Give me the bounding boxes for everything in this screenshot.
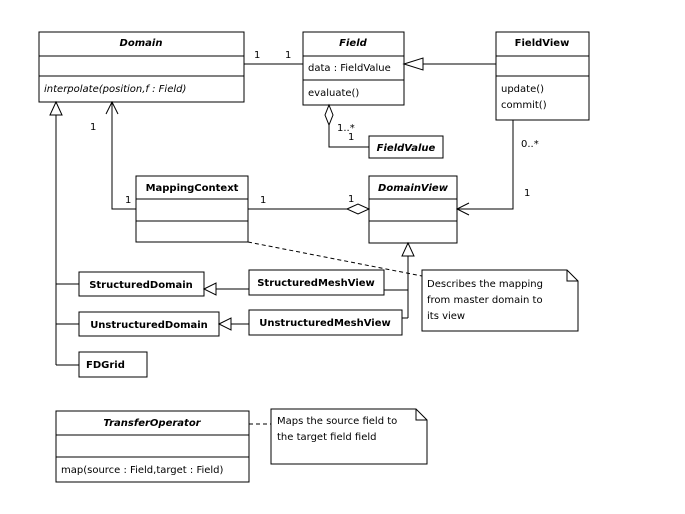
mult-mapping-domainview-left: 1 bbox=[260, 195, 266, 206]
class-fieldvalue-name: FieldValue bbox=[377, 143, 436, 154]
assoc-structuredmeshview-structureddomain bbox=[202, 282, 249, 296]
class-fieldview-op-commit: commit() bbox=[501, 100, 547, 111]
class-unstructureddomain-name: UnstructuredDomain bbox=[90, 320, 208, 331]
assoc-fieldview-domainview bbox=[455, 120, 514, 216]
class-fieldview-op-update: update() bbox=[501, 84, 544, 95]
mult-mapping-domain: 1 bbox=[90, 122, 96, 133]
note-mapping-line-1: Describes the mapping bbox=[427, 279, 543, 290]
class-field-op: evaluate() bbox=[308, 88, 359, 99]
class-field-attr: data : FieldValue bbox=[308, 63, 391, 74]
note-mapping-line-3: its view bbox=[427, 311, 465, 322]
note-mapping-line-2: from master domain to bbox=[427, 295, 543, 306]
class-field-name: Field bbox=[339, 38, 367, 49]
note-anchor-mapping bbox=[247, 241, 423, 277]
class-structureddomain[interactable]: StructuredDomain bbox=[78, 271, 205, 297]
class-domainview[interactable]: DomainView bbox=[368, 175, 458, 244]
class-mappingcontext[interactable]: MappingContext bbox=[135, 175, 249, 243]
mult-fieldview-domainview-top: 0..* bbox=[521, 139, 539, 150]
class-structuredmeshview-name: StructuredMeshView bbox=[257, 278, 375, 289]
class-fdgrid[interactable]: FDGrid bbox=[78, 351, 148, 378]
class-unstructuredmeshview-name: UnstructuredMeshView bbox=[259, 318, 391, 329]
aggregation-mapping-domainview bbox=[248, 203, 371, 215]
note-transfer-line-1: Maps the source field to bbox=[277, 416, 397, 427]
note-transfer: Maps the source field to the target fiel… bbox=[270, 408, 428, 465]
class-fdgrid-name: FDGrid bbox=[86, 360, 125, 371]
class-structureddomain-name: StructuredDomain bbox=[89, 280, 193, 291]
mult-domain-field-left: 1 bbox=[254, 50, 260, 61]
class-domain-name: Domain bbox=[120, 38, 163, 49]
class-fieldview-name: FieldView bbox=[515, 38, 570, 49]
mult-mapping-domain-lower: 1 bbox=[125, 195, 131, 206]
mult-mapping-domainview-right: 1 bbox=[348, 194, 354, 205]
mult-field-fieldvalue-b: 1 bbox=[348, 132, 354, 143]
note-transfer-line-2: the target field field bbox=[277, 432, 377, 443]
class-transferoperator-name: TransferOperator bbox=[103, 418, 201, 429]
class-transferoperator-op: map(source : Field,target : Field) bbox=[61, 465, 224, 476]
assoc-unstructuredmeshview-unstructureddomain bbox=[217, 317, 249, 331]
class-domainview-name: DomainView bbox=[378, 183, 449, 194]
mult-domain-field-right: 1 bbox=[285, 50, 291, 61]
class-domain[interactable]: Domain interpolate(position,f : Field) bbox=[38, 31, 245, 103]
generalization-meshviews-domainview bbox=[384, 241, 415, 319]
aggregation-field-fieldvalue bbox=[324, 103, 369, 148]
class-unstructureddomain[interactable]: UnstructuredDomain bbox=[78, 311, 220, 337]
generalization-fieldview-field bbox=[402, 57, 496, 71]
mult-field-fieldvalue-a: 1..* bbox=[337, 123, 355, 134]
class-fieldvalue[interactable]: FieldValue bbox=[368, 135, 444, 159]
note-mapping: Describes the mapping from master domain… bbox=[421, 269, 579, 332]
class-fieldview[interactable]: FieldView update() commit() bbox=[495, 31, 590, 121]
class-unstructuredmeshview[interactable]: UnstructuredMeshView bbox=[248, 309, 403, 336]
mult-fieldview-domainview-bottom: 1 bbox=[524, 188, 530, 199]
assoc-mapping-domain bbox=[105, 100, 136, 210]
class-mappingcontext-name: MappingContext bbox=[146, 183, 239, 194]
class-field[interactable]: Field data : FieldValue evaluate() bbox=[302, 31, 405, 106]
class-transferoperator[interactable]: TransferOperator map(source : Field,targ… bbox=[55, 410, 250, 483]
class-domain-op: interpolate(position,f : Field) bbox=[44, 84, 186, 95]
generalization-subdomains-domain bbox=[49, 100, 79, 366]
class-structuredmeshview[interactable]: StructuredMeshView bbox=[248, 269, 385, 296]
